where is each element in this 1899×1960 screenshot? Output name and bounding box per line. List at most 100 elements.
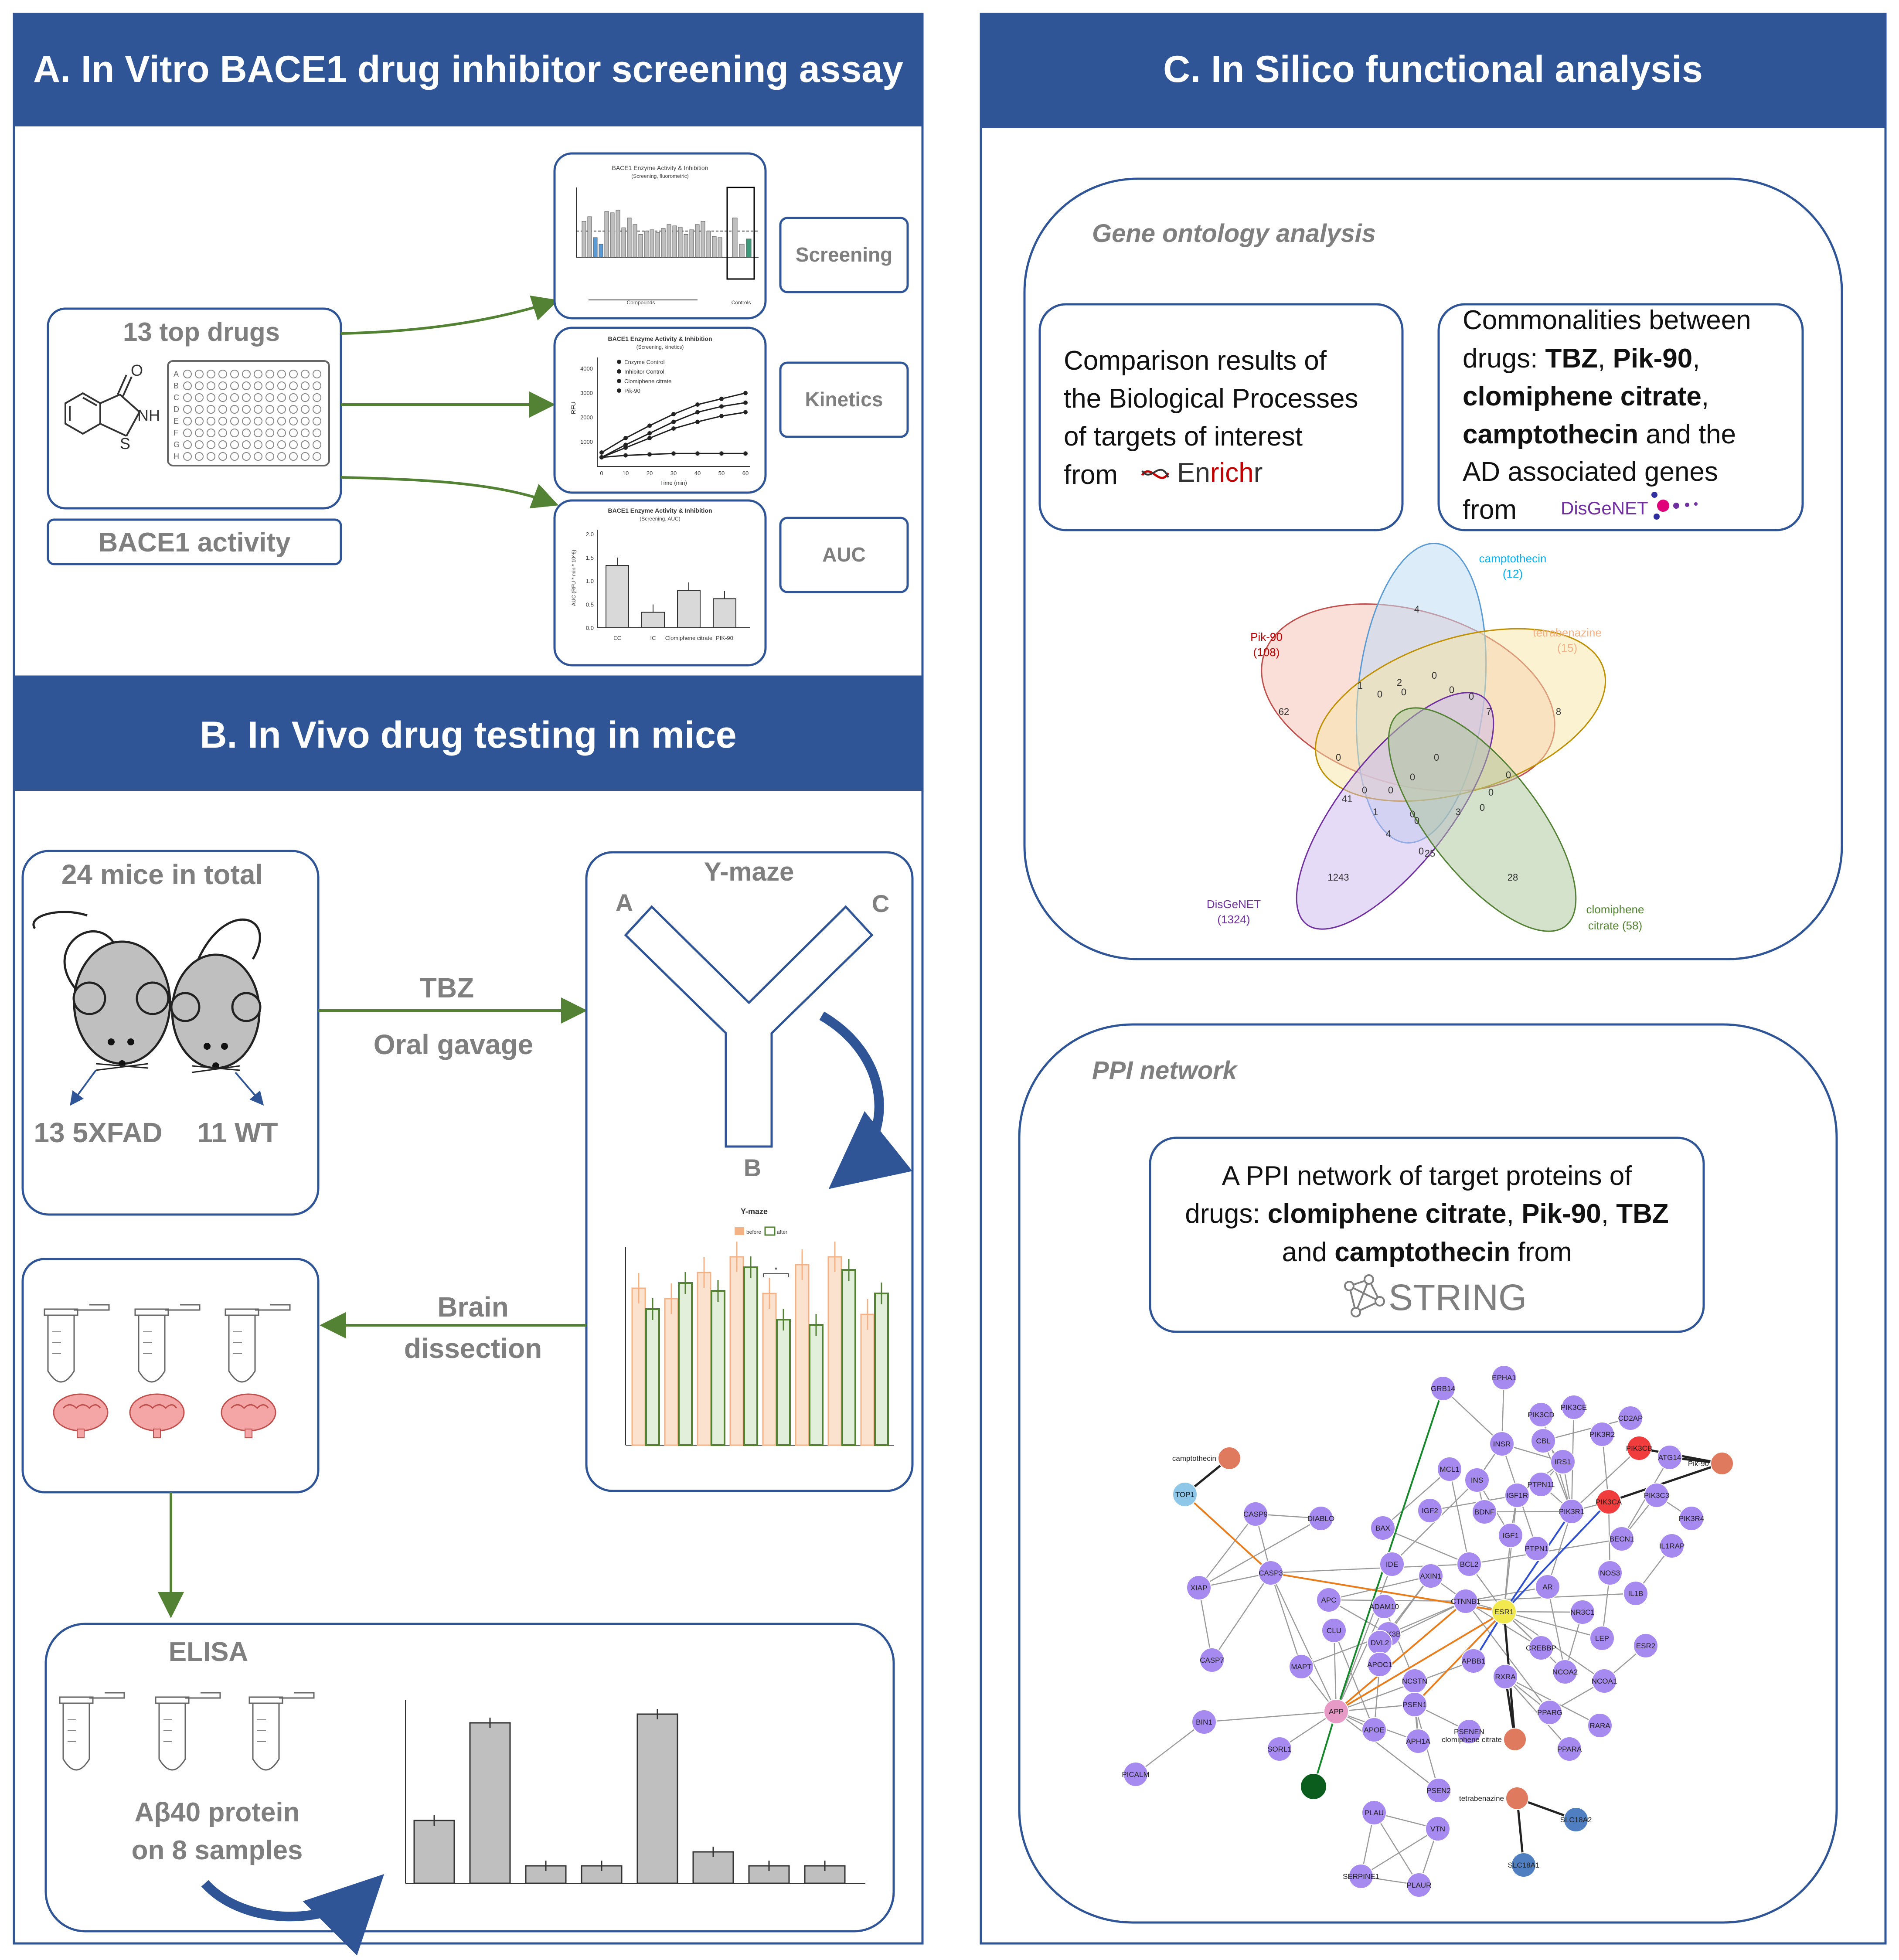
plate-well — [218, 393, 227, 402]
mouse-icon-right — [170, 918, 262, 1073]
ppi-node — [1657, 1445, 1682, 1470]
kinetics-point — [743, 410, 748, 415]
ppi-edge — [1270, 1572, 1337, 1712]
venn-ellipse-clomiphene — [1388, 707, 1577, 932]
plate-well — [207, 429, 215, 437]
kinetics-point — [671, 451, 676, 456]
venn-region-count: 0 — [1434, 752, 1439, 763]
screening-bar — [718, 237, 722, 258]
venn-region-count: 0 — [1401, 687, 1406, 698]
kinetics-legend-label: Pik-90 — [624, 388, 640, 394]
ppi-node — [1267, 1736, 1292, 1762]
route-label: Oral gavage — [374, 1029, 533, 1060]
ymaze-title: Y-maze — [704, 857, 794, 886]
plate-well — [289, 405, 298, 414]
ppi-node-label: ESR2 — [1636, 1642, 1655, 1650]
ppi-edges — [1135, 1377, 1722, 1886]
kinetics-point — [671, 426, 676, 431]
ymaze-bar-before — [729, 1256, 744, 1446]
ymaze-bar-before — [827, 1256, 842, 1446]
brain-fold — [139, 1404, 177, 1409]
ppi-node — [1406, 1729, 1431, 1754]
ppi-node — [1361, 1717, 1387, 1742]
ppi-node-label: PIK3CD — [1528, 1411, 1554, 1419]
plate-row-label: G — [174, 440, 180, 449]
ppi-edge — [1335, 1606, 1385, 1712]
plate-well — [230, 452, 239, 461]
ppi-node — [1531, 1428, 1556, 1453]
elisa-bar — [636, 1713, 678, 1884]
ymaze-bar-before — [860, 1313, 875, 1446]
ppi-edge-highlight — [1184, 1494, 1272, 1574]
ppi-node-label: APP — [1329, 1708, 1344, 1716]
ppi-clomiphene: clomiphene citrate — [1268, 1199, 1507, 1229]
mouse-icon-left — [32, 911, 171, 1071]
plate-well — [207, 452, 215, 461]
go-box-2 — [1437, 303, 1804, 531]
kinetics-y-tick: 3000 — [580, 390, 593, 396]
plate-well — [195, 417, 204, 425]
screening-bar — [678, 227, 683, 258]
plate-well — [230, 393, 239, 402]
ppi-node-label: ATG14 — [1658, 1453, 1681, 1462]
plate-well — [313, 393, 321, 402]
kinetics-chart-title: BACE1 Enzyme Activity & Inhibition — [608, 335, 712, 342]
screening-bar — [672, 225, 677, 258]
ppi-node — [1430, 1376, 1456, 1401]
ppi-node — [1461, 1648, 1486, 1674]
ppi-node-label: INSR — [1493, 1440, 1511, 1448]
ymaze-bar-after — [776, 1319, 791, 1446]
ppi-node-label: LEP — [1595, 1634, 1609, 1643]
plate-well — [195, 393, 204, 402]
ppi-l2c: , — [1507, 1199, 1521, 1229]
ppi-node — [1472, 1499, 1497, 1524]
ppi-box-line2: drugs: clomiphene citrate, Pik-90, TBZ — [1185, 1199, 1668, 1229]
venn-label-disgenet: DisGeNET — [1207, 898, 1261, 911]
plate-well — [254, 417, 262, 425]
plate-well — [242, 417, 251, 425]
bace1-box — [47, 518, 342, 565]
plate-well — [265, 370, 274, 378]
ppi-node-label: PIK3R1 — [1559, 1507, 1585, 1516]
plate-well — [242, 370, 251, 378]
kinetics-point — [647, 423, 652, 428]
plate-well — [183, 429, 192, 437]
arrow-to-screening — [340, 295, 559, 335]
auc-label: AUC — [822, 543, 866, 566]
svg-text:Enrichr: Enrichr — [1177, 458, 1263, 488]
plate-well — [265, 405, 274, 414]
plate-well — [195, 429, 204, 437]
venn-region-count: 25 — [1425, 848, 1435, 859]
plate-well — [254, 381, 262, 390]
plate-well — [289, 452, 298, 461]
ppi-edge — [1504, 1611, 1603, 1639]
ppi-description-box — [1149, 1137, 1705, 1333]
plate-well — [183, 405, 192, 414]
ppi-l2e: , — [1601, 1199, 1616, 1229]
ppi-node-label: TOP1 — [1175, 1490, 1195, 1499]
kinetics-point — [671, 412, 676, 416]
screening-bar — [667, 224, 671, 258]
elisa-tube-icons — [59, 1692, 315, 1771]
plate-well — [313, 452, 321, 461]
plate-well — [313, 417, 321, 425]
ppi-node — [1453, 1589, 1478, 1614]
plate-well — [183, 417, 192, 425]
plate-well — [277, 452, 286, 461]
panel-c: C. In Silico functional analysis Gene on… — [980, 13, 1887, 1945]
plate-well — [218, 370, 227, 378]
ppi-node — [1563, 1807, 1589, 1832]
ppi-node — [1550, 1449, 1576, 1474]
kinetics-point — [719, 396, 724, 401]
ppi-node-label: PLAU — [1365, 1809, 1384, 1817]
go-box2-line6: from — [1463, 495, 1517, 525]
venn-label-tetrabenazine: tetrabenazine — [1533, 626, 1602, 639]
ppi-node-label: IL1B — [1628, 1589, 1644, 1598]
plate-well — [230, 417, 239, 425]
ppi-node — [1367, 1652, 1392, 1677]
tube-cap — [44, 1308, 78, 1316]
screening-bar — [610, 212, 615, 258]
venn-region-count: 0 — [1419, 846, 1424, 857]
